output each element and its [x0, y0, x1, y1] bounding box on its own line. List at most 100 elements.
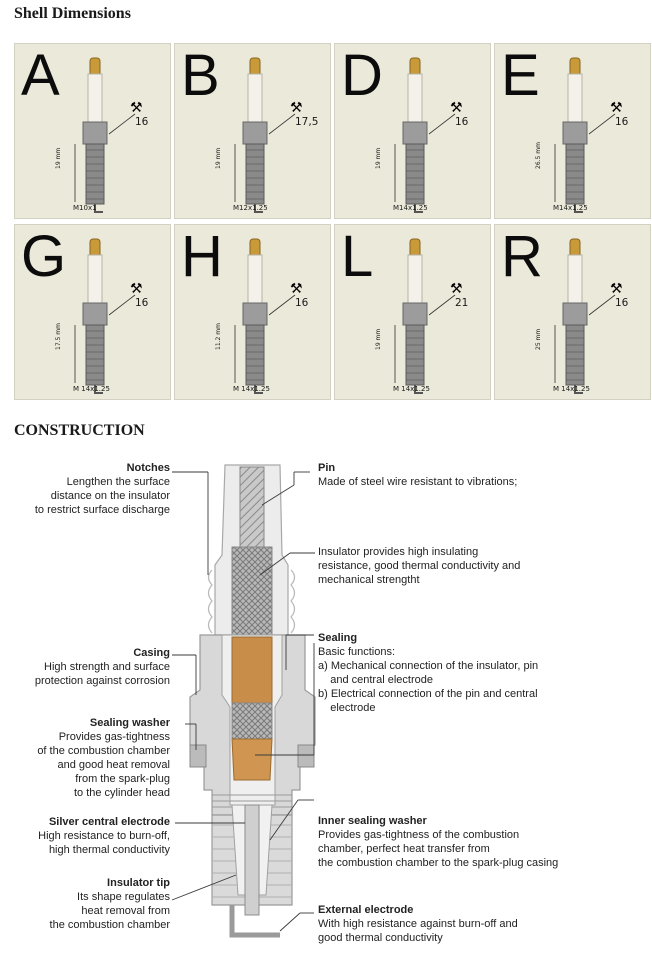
construction-heading: CONSTRUCTION [14, 422, 145, 439]
note-line: good thermal conductivity [318, 932, 443, 944]
note-line: chamber, perfect heat transfer from [318, 843, 490, 855]
shell-letter: L [341, 224, 374, 289]
note-line: and central electrode [318, 674, 433, 686]
wrench-size: 21 [455, 297, 469, 309]
thread-size: M10x1 [73, 204, 97, 212]
note-line: Its shape regulates [77, 891, 170, 903]
shell-letter: G [21, 224, 67, 289]
reach-length: 19 mm [55, 147, 62, 169]
note-line: Provides gas-tightness [58, 731, 170, 743]
reach-length: 17.5 mm [55, 323, 62, 350]
note-line: to restrict surface discharge [34, 504, 170, 516]
note-pin: Pin Made of steel wire resistant to vibr… [318, 461, 648, 489]
pin [239, 466, 265, 548]
spark-plug-illustration: ⚒ [74, 238, 143, 394]
note-sealing: Sealing Basic functions: a) Mechanical c… [318, 631, 648, 715]
wrench-icon: ⚒ [450, 100, 463, 116]
reach-length: 11.2 mm [215, 323, 222, 350]
wrench-icon: ⚒ [130, 281, 143, 297]
spark-plug-illustration: ⚒ [394, 238, 463, 394]
note-line: to the cylinder head [73, 787, 170, 799]
thread-size: M14x1.25 [393, 204, 428, 212]
wrench-icon: ⚒ [450, 281, 463, 297]
insulator-core [231, 546, 273, 638]
spark-plug-illustration: ⚒ [234, 57, 303, 213]
thread-size: M 14x1.25 [393, 385, 430, 393]
note-line: and good heat removal [57, 759, 170, 771]
wrench-icon: ⚒ [290, 100, 303, 116]
note-line: distance on the insulator [50, 490, 170, 502]
reach-length: 19 mm [215, 147, 222, 169]
thread-size: M14x1.25 [553, 204, 588, 212]
central-electrode [244, 804, 260, 916]
shell-letter: D [341, 43, 383, 108]
wrench-icon: ⚒ [610, 281, 623, 297]
construction-diagram [171, 464, 316, 938]
note-title: Silver central electrode [48, 816, 170, 828]
note-line: resistance, good thermal conductivity an… [318, 560, 521, 572]
wrench-size: 17,5 [295, 116, 319, 128]
note-title: Pin [318, 462, 336, 474]
note-title: External electrode [318, 904, 414, 916]
thread-size: M 14x1.25 [233, 385, 270, 393]
wrench-icon: ⚒ [290, 281, 303, 297]
shell-cell-h: H ⚒16 M 14x1.25 11.2 mm [174, 224, 331, 400]
shell-dimensions-heading: Shell Dimensions [14, 5, 131, 22]
note-line: electrode [318, 702, 376, 714]
note-line: a) Mechanical connection of the insulato… [318, 660, 539, 672]
note-central-electrode: Silver central electrode High resistance… [0, 815, 170, 857]
shell-letter: B [181, 43, 220, 108]
note-line: mechanical strengtht [318, 574, 420, 586]
reach-length: 25 mm [535, 328, 542, 350]
note-line: the combustion chamber [49, 919, 170, 931]
sealing-layer [231, 636, 273, 706]
spark-plug-illustration: ⚒ [394, 57, 463, 213]
wrench-size: 16 [135, 297, 149, 309]
reach-length: 26.5 mm [535, 142, 542, 169]
spark-plug-illustration: ⚒ [234, 238, 303, 394]
spark-plug-illustration: ⚒ [554, 238, 623, 394]
note-line: from the spark-plug [75, 773, 170, 785]
shell-cell-r: R ⚒16 M 14x1.25 25 mm [494, 224, 651, 400]
wrench-size: 16 [615, 116, 629, 128]
note-title: Casing [133, 647, 170, 659]
note-title: Sealing washer [89, 717, 170, 729]
note-casing: Casing High strength and surface protect… [0, 646, 170, 688]
external-electrode [229, 905, 280, 938]
reach-length: 19 mm [375, 147, 382, 169]
note-line: b) Electrical connection of the pin and … [318, 688, 538, 700]
note-sealing-washer: Sealing washer Provides gas-tightness of… [0, 716, 170, 800]
thread-size: M 14x1.25 [553, 385, 590, 393]
wrench-icon: ⚒ [610, 100, 623, 116]
wrench-size: 16 [615, 297, 629, 309]
shell-letter: H [181, 224, 223, 289]
note-title: Inner sealing washer [318, 815, 427, 827]
note-line: Provides gas-tightness of the combustion [318, 829, 520, 841]
note-line: heat removal from [81, 905, 170, 917]
note-external-electrode: External electrode With high resistance … [318, 903, 648, 945]
note-line: High resistance to burn-off, [38, 830, 170, 842]
note-line: With high resistance against burn-off an… [318, 918, 518, 930]
note-line: Insulator provides high insulating [318, 546, 479, 558]
shell-letter: E [501, 43, 540, 108]
shell-letter: A [21, 43, 60, 108]
note-insulator-tip: Insulator tip Its shape regulates heat r… [0, 876, 170, 932]
note-inner-sealing-washer: Inner sealing washer Provides gas-tightn… [318, 814, 648, 870]
note-line: High strength and surface [44, 661, 170, 673]
note-line: protection against corrosion [34, 675, 170, 687]
note-line: Basic functions: [318, 646, 396, 658]
wrench-icon: ⚒ [130, 100, 143, 116]
note-notches: Notches Lengthen the surface distance on… [0, 461, 170, 517]
shell-letter: R [501, 224, 543, 289]
wrench-size: 16 [455, 116, 469, 128]
wrench-size: 16 [135, 116, 149, 128]
wrench-size: 16 [295, 297, 309, 309]
note-line: Lengthen the surface [66, 476, 170, 488]
note-title: Insulator tip [107, 877, 170, 889]
note-line: Made of steel wire resistant to vibratio… [318, 476, 518, 488]
